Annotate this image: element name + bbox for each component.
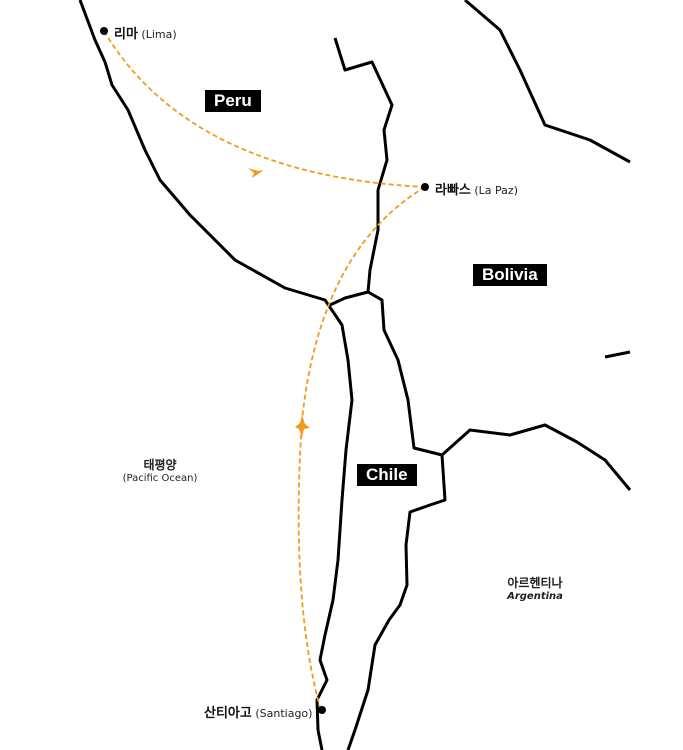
coastline [78,0,354,750]
bolivia-paraguay-border [576,440,632,491]
peru-bolivia-border [329,37,394,307]
country-label-bolivia: Bolivia [473,264,547,286]
region-name-en: Argentina [507,591,563,602]
peru-brazil-border [464,0,631,164]
region-name-ko: 아르헨티나 [507,576,563,590]
city-name-en: (La Paz) [474,184,518,197]
city-label-lapaz: 라빠스 (La Paz) [435,179,518,198]
santiago-dot [318,706,326,714]
region-label-pacific: 태평양(Pacific Ocean) [110,456,210,484]
lapaz-dot [421,183,429,191]
country-label-peru: Peru [205,90,261,112]
city-label-santiago: 산티아고 (Santiago) [204,702,312,721]
region-name-ko: 태평양 [143,458,177,472]
city-name-ko: 라빠스 [435,183,471,198]
bolivia-east-border [604,350,631,359]
city-name-en: (Santiago) [255,707,313,720]
route-lapaz-santiago [297,186,426,712]
chile-argentina-border [346,454,447,750]
airplane-icon [248,168,310,437]
lima-dot [100,27,108,35]
city-name-ko: 리마 [114,27,138,42]
bolivia-chile-border [367,290,578,457]
region-name-en: (Pacific Ocean) [122,473,198,484]
country-label-chile: Chile [357,464,417,486]
city-label-lima: 리마 (Lima) [114,23,177,42]
city-name-en: (Lima) [141,28,177,41]
city-name-ko: 산티아고 [204,706,252,721]
route-lima-lapaz [103,30,426,188]
